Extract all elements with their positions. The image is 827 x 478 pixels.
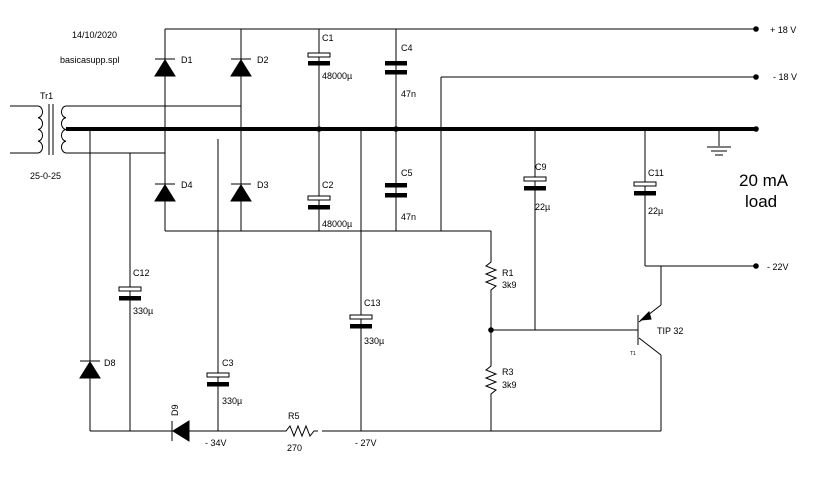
capacitor-c11: C11 22µ	[633, 168, 664, 216]
c4-label: C4	[401, 43, 413, 53]
ground-icon	[707, 146, 731, 156]
c11-label: C11	[648, 168, 664, 178]
c3-value: 330µ	[222, 396, 242, 406]
capacitor-c5: C5 47n	[385, 168, 416, 222]
resistor-r3: R3 3k9	[484, 362, 517, 398]
capacitor-c12: C12 330µ	[118, 268, 153, 316]
diode-d3: D3	[230, 180, 269, 202]
r3-label: R3	[502, 367, 514, 377]
d8-label: D8	[104, 358, 116, 368]
capacitor-c9: C9 22µ	[523, 162, 550, 212]
transistor-label: TIP 32	[657, 326, 683, 336]
diode-d4: D4	[154, 180, 193, 202]
output-minus22v: - 22V	[767, 262, 789, 272]
load-label: load	[745, 192, 777, 211]
c5-value: 47n	[401, 212, 416, 222]
node-minus27v: - 27V	[355, 438, 377, 448]
c9-value: 22µ	[535, 202, 550, 212]
d4-label: D4	[181, 180, 193, 190]
junction-dots	[316, 26, 759, 333]
r1-value: 3k9	[502, 280, 517, 290]
output-minus18v: - 18 V	[773, 72, 797, 82]
output-plus18v: + 18 V	[770, 25, 796, 35]
resistor-r5: R5 270	[282, 411, 322, 453]
r3-value: 3k9	[502, 380, 517, 390]
capacitor-c1: C1 48000µ	[307, 33, 352, 81]
tr1-label: Tr1	[40, 91, 53, 101]
diode-d1: D1	[154, 55, 193, 77]
capacitor-c13: C13 330µ	[349, 298, 384, 346]
c4-value: 47n	[401, 89, 416, 99]
c5-label: C5	[401, 168, 413, 178]
resistor-r1: R1 3k9	[484, 258, 517, 294]
diode-d9: D9	[170, 404, 190, 442]
c9-label: C9	[535, 162, 547, 172]
c1-label: C1	[322, 33, 334, 43]
d3-label: D3	[257, 180, 269, 190]
diode-d2: D2	[230, 55, 269, 77]
d9-label: D9	[170, 404, 180, 416]
c3-label: C3	[222, 358, 234, 368]
d2-label: D2	[257, 55, 269, 65]
transformer-tr1: Tr1 25-0-25	[10, 91, 67, 181]
d1-label: D1	[181, 55, 193, 65]
transistor-tip32: TIP 32 T1	[630, 304, 683, 357]
c13-value: 330µ	[364, 336, 384, 346]
transistor-tag: T1	[630, 351, 636, 357]
date-label: 14/10/2020	[72, 30, 117, 40]
c13-label: C13	[364, 298, 381, 308]
c2-value: 48000µ	[322, 219, 352, 229]
diode-d8: D8	[79, 358, 116, 379]
c12-label: C12	[133, 268, 150, 278]
filename-label: basicasupp.spl	[60, 55, 120, 65]
c2-label: C2	[322, 180, 334, 190]
r5-value: 270	[287, 443, 302, 453]
capacitor-c4: C4 47n	[385, 43, 416, 99]
capacitor-c3: C3 330µ	[206, 358, 242, 406]
c11-value: 22µ	[648, 206, 663, 216]
tr1-rating: 25-0-25	[30, 171, 61, 181]
c12-value: 330µ	[133, 306, 153, 316]
c1-value: 48000µ	[322, 71, 352, 81]
load-current-label: 20 mA	[739, 171, 789, 190]
r1-label: R1	[502, 268, 514, 278]
node-minus34v: - 34V	[205, 438, 227, 448]
capacitor-c2: C2 48000µ	[307, 180, 352, 229]
r5-label: R5	[288, 411, 300, 421]
